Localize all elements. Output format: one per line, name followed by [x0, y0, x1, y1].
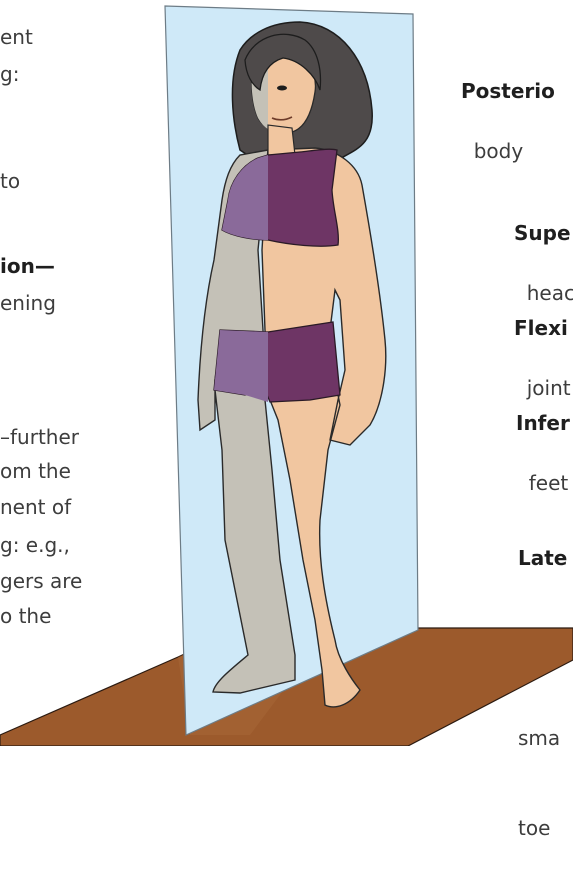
neck — [268, 125, 295, 155]
eye — [277, 86, 287, 91]
shorts-left-shade — [214, 330, 268, 402]
label-lateral-desc-3: toe — [518, 813, 567, 843]
anatomy-figure — [0, 0, 573, 746]
